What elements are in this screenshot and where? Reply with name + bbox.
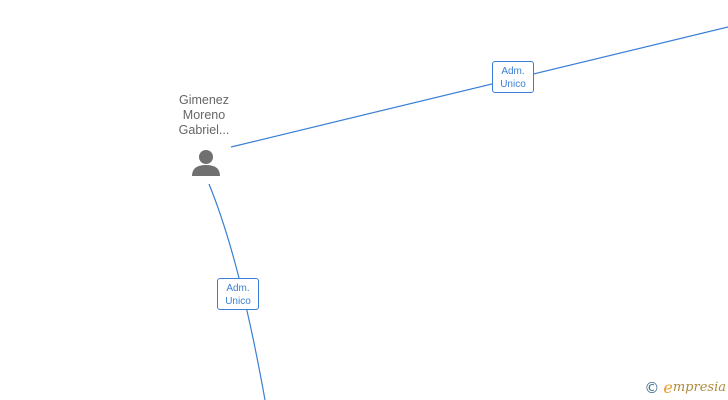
brand-name: mpresia: [672, 380, 726, 395]
empresia-watermark: © e mpresia: [644, 378, 726, 397]
role-label-bottom[interactable]: Adm. Unico: [217, 278, 259, 310]
person-name-line-1: Gimenez: [178, 93, 230, 107]
person-icon[interactable]: [192, 150, 220, 176]
role-label-bottom-line-1: Adm.: [226, 283, 250, 294]
brand-initial: e: [663, 378, 673, 397]
role-label-top-line-1: Adm.: [501, 66, 525, 77]
relation-edge-bottom: [208, 183, 266, 400]
person-name-line-2: Moreno: [182, 108, 226, 122]
copyright-icon: ©: [644, 378, 660, 397]
person-name[interactable]: Gimenez Moreno Gabriel...: [156, 93, 252, 138]
role-label-top-line-2: Unico: [500, 79, 526, 90]
person-name-line-3: Gabriel...: [178, 123, 230, 137]
role-label-bottom-line-2: Unico: [225, 296, 251, 307]
role-label-top[interactable]: Adm. Unico: [492, 61, 534, 93]
relation-edge-top-right: [230, 26, 728, 148]
